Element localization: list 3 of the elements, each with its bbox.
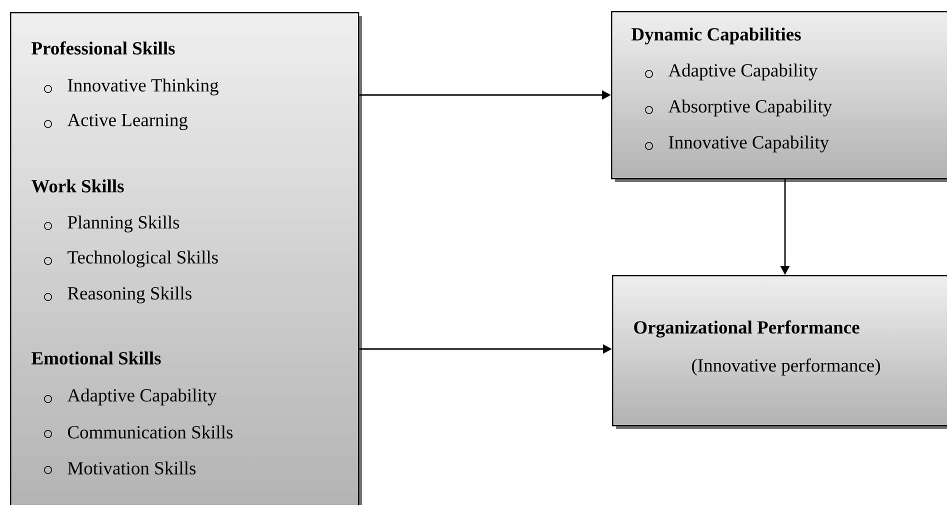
text-box: Organizational Performance (Innovative performance) (612, 275, 947, 429)
text-box: Dynamic Capabilities Adaptive Capability Absorptive Capability Innovative Capability (611, 11, 947, 182)
text-box: Professional Skills Innovative Thinking Active Learning Work Skills Planning Skills Technological Skills Reasoning Skills Emotional Skills Adaptive Capability Communication Skills Motivation Skills (10, 12, 362, 505)
